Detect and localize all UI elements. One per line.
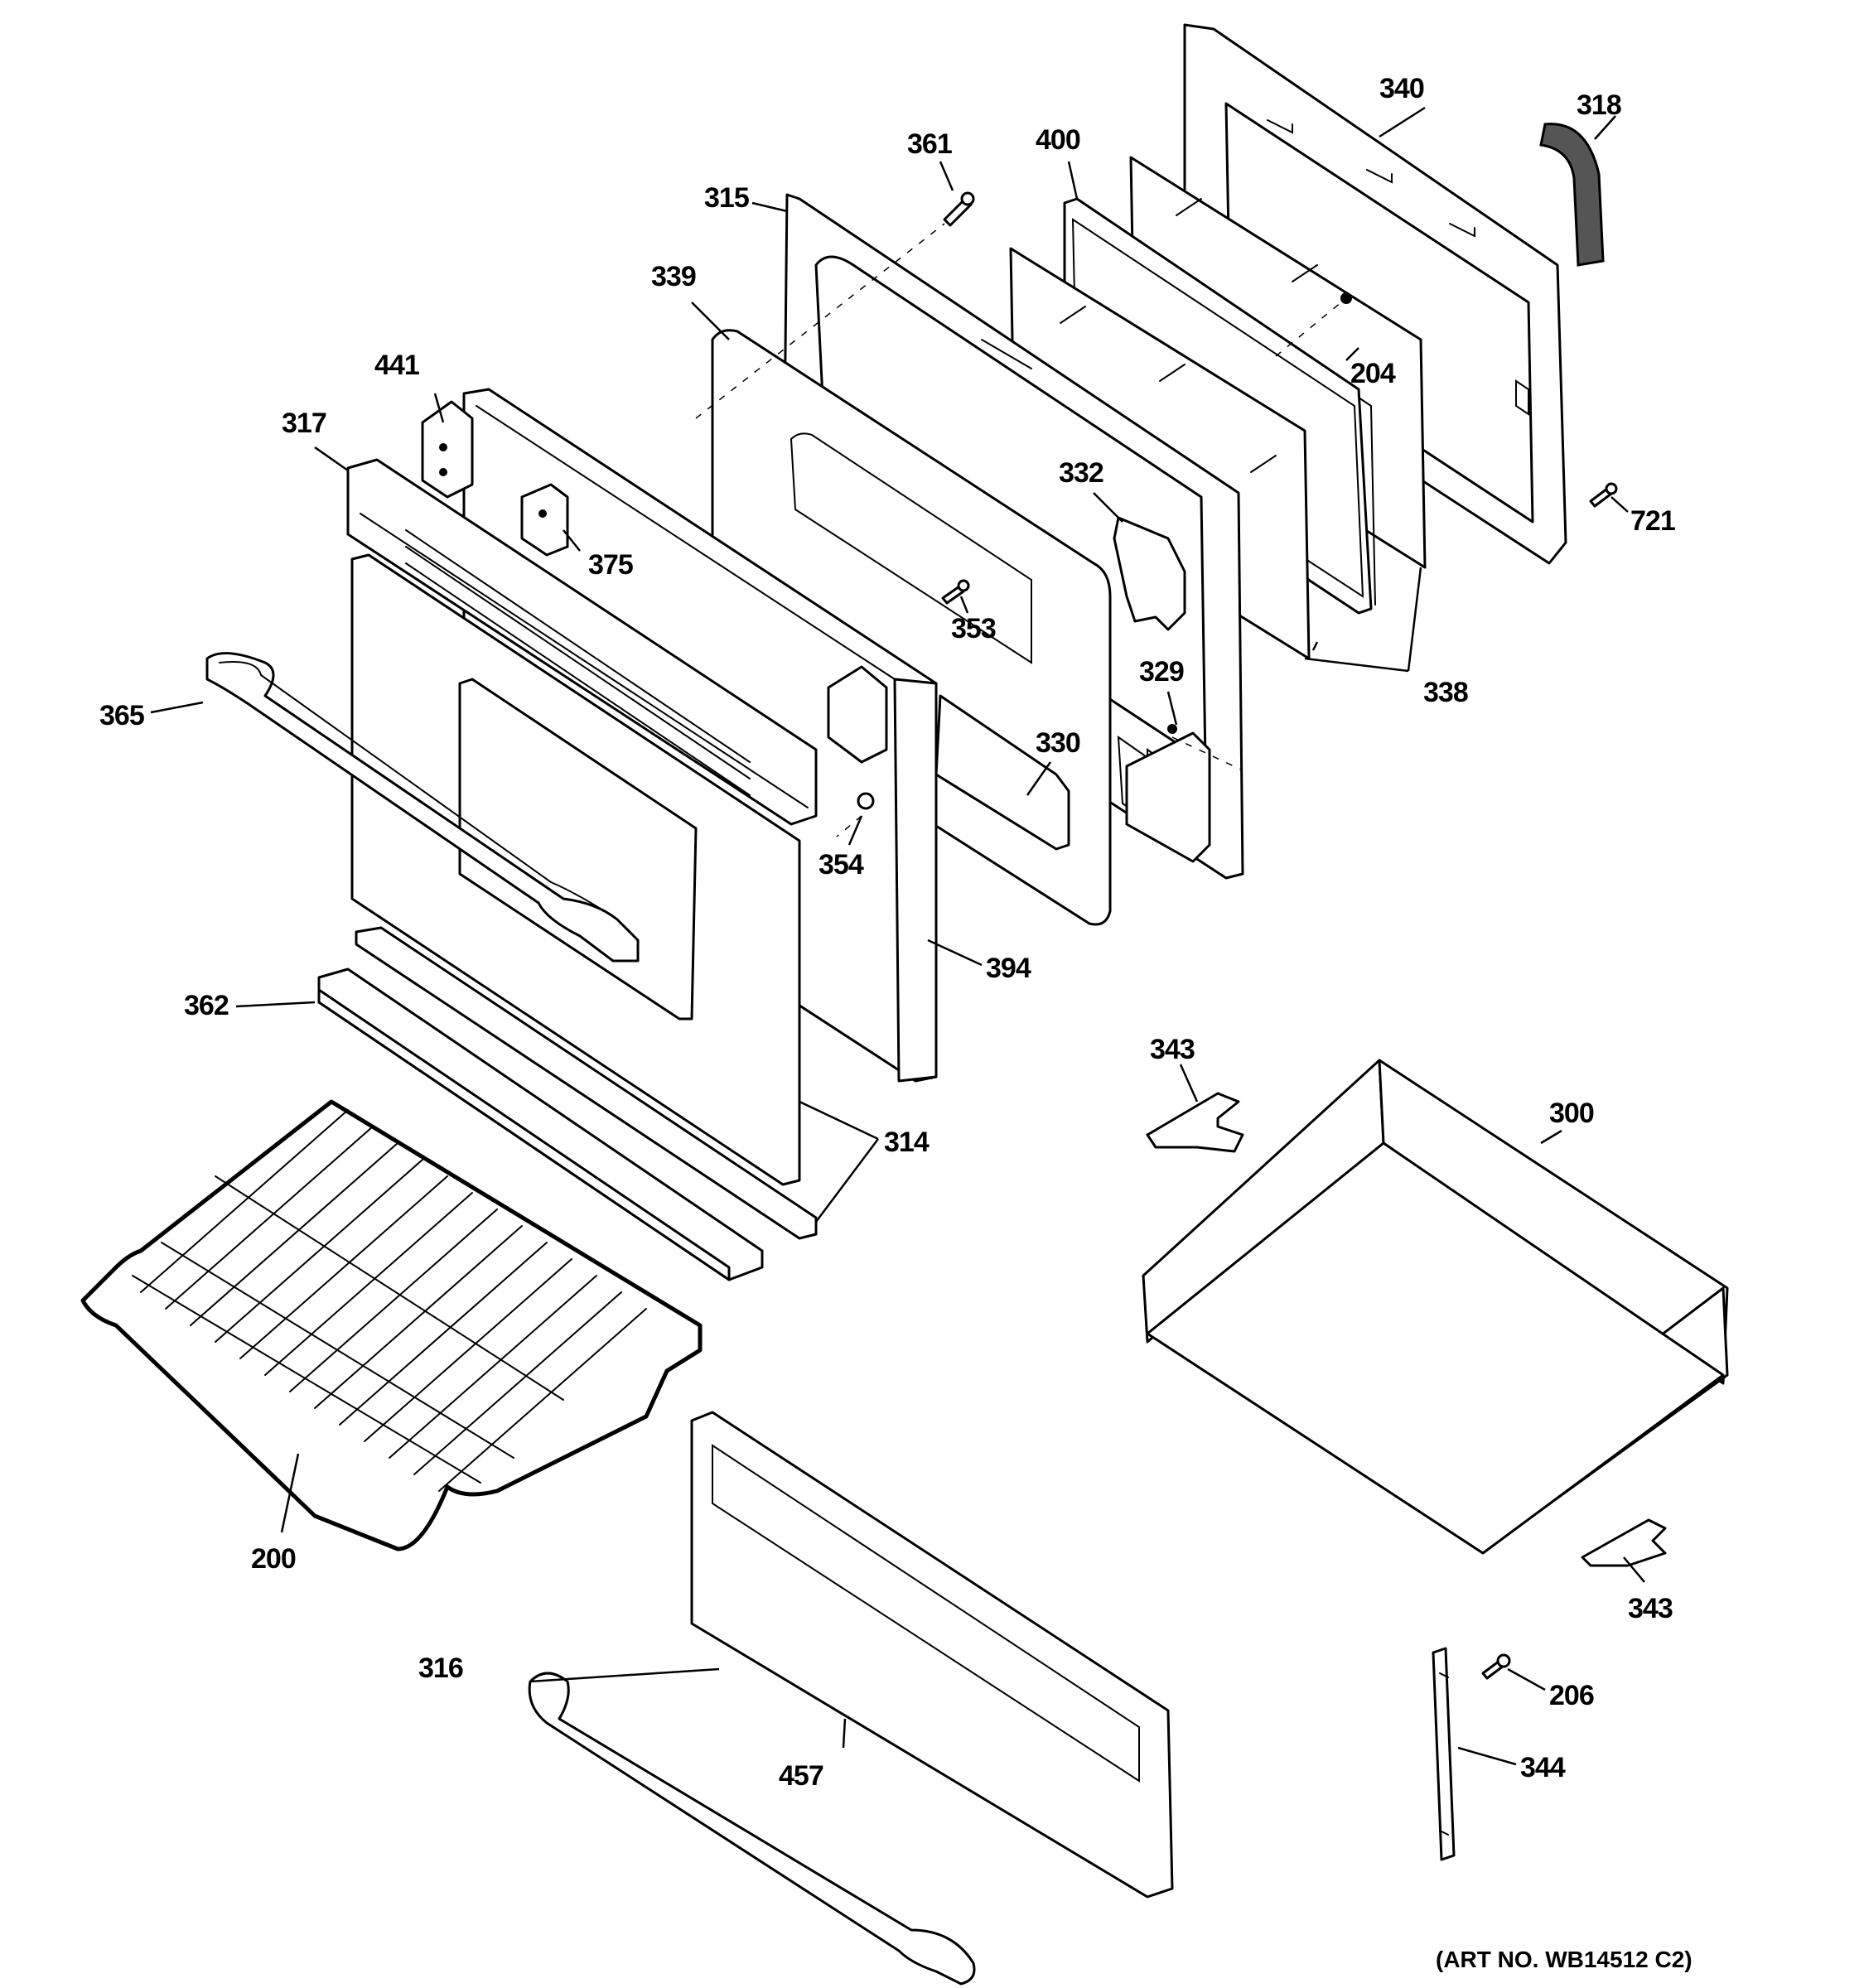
part-hinge-bracket-right [827,665,888,764]
part-457-drawer-front [690,1411,1174,1899]
callout-316: 316 [418,1653,463,1684]
callout-441: 441 [374,350,419,381]
part-339-door-insulation [711,329,1112,926]
callout-375: 375 [588,549,633,581]
callout-330: 330 [1036,727,1080,759]
callout-200: 200 [251,1543,296,1575]
part-365-door-handle [205,652,640,963]
callout-338: 338 [1423,677,1468,708]
callout-457: 457 [779,1760,823,1792]
screw-353-icon [941,579,970,605]
part-441-hinge-bracket [421,400,474,499]
part-314-outer-door [350,553,801,1186]
callout-361: 361 [907,128,952,160]
callout-300: 300 [1549,1098,1594,1129]
leader-lines [150,106,1645,1766]
callout-329: 329 [1139,656,1184,688]
alignment-lines [695,223,1347,837]
callout-365: 365 [99,700,144,731]
part-344-slide-rail [1432,1647,1456,1861]
callout-721: 721 [1630,505,1675,537]
callout-labels: 340 318 361 400 315 339 204 441 317 332 … [99,73,1676,1792]
part-343-drawer-slide-top [1146,1092,1244,1153]
part-329-hinge [1125,724,1211,863]
screw-721-icon [1589,482,1618,508]
callout-206: 206 [1549,1680,1594,1711]
callout-353: 353 [951,613,996,644]
callout-332: 332 [1059,457,1103,489]
callout-317: 317 [282,408,326,439]
screw-361-icon [943,191,975,227]
part-375-hinge-bracket [520,483,569,557]
callout-339: 339 [651,261,696,292]
callout-400: 400 [1036,124,1080,156]
screw-206-icon [1481,1653,1511,1680]
callout-315: 315 [704,182,749,214]
part-332-bracket [1113,516,1186,631]
part-343-drawer-slide-bottom [1581,1518,1667,1567]
callout-362: 362 [184,990,229,1021]
callout-204: 204 [1350,358,1396,389]
part-317-door-vent-trim [346,458,818,826]
callout-340: 340 [1379,73,1424,104]
callout-354: 354 [819,849,864,881]
callout-318: 318 [1577,89,1621,121]
callout-394: 394 [986,953,1031,984]
part-316-drawer-handle [528,1672,976,1986]
callout-343-top: 343 [1150,1034,1195,1065]
art-number: (ART NO. WB14512 C2) [1436,1947,1693,1972]
part-300-storage-drawer [1142,1059,1729,1555]
part-318-door-gasket [1539,123,1605,267]
callout-343-bottom: 343 [1628,1593,1673,1624]
callout-314: 314 [884,1127,930,1158]
part-200-oven-rack [80,1099,703,1551]
callout-344: 344 [1520,1752,1566,1783]
screw-354-icon [857,792,875,810]
part-362-bottom-trim [317,926,818,1281]
